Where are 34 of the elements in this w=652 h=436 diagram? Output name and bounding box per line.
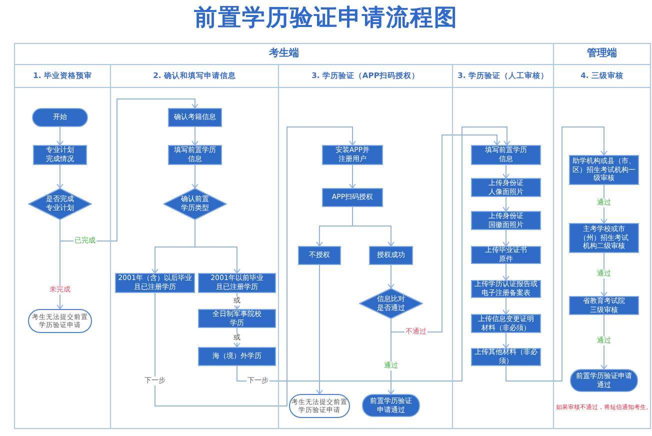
swimlane-group [14,43,554,429]
title: 前置学历验证申请流程图 [194,4,458,33]
arrow [316,264,323,394]
arrow [600,252,608,296]
arrow [192,164,198,188]
arrow [352,226,394,246]
arrow [502,164,510,178]
arrow [388,264,394,288]
arrow [600,184,608,224]
arrow [390,134,500,332]
arrow [600,314,608,370]
column-header: 考生端 [15,44,553,65]
arrow [192,126,198,146]
arrow [56,126,64,146]
arrow [56,240,64,310]
arrow [152,246,196,274]
arrow [349,164,356,188]
arrow [60,98,198,242]
arrow [154,126,356,406]
arrow [502,230,510,246]
connector-line [390,318,392,332]
arrow [388,332,394,394]
arrow [502,264,510,280]
arrow [502,196,510,212]
arrow [194,246,240,274]
arrow [236,126,510,382]
arrow [506,126,608,382]
arrow [316,226,353,246]
arrow [56,164,64,188]
column-header: 管理端 [554,44,650,65]
connector-line [194,220,196,248]
connector-line [352,206,353,226]
arrow [502,298,510,314]
arrow [502,332,510,348]
